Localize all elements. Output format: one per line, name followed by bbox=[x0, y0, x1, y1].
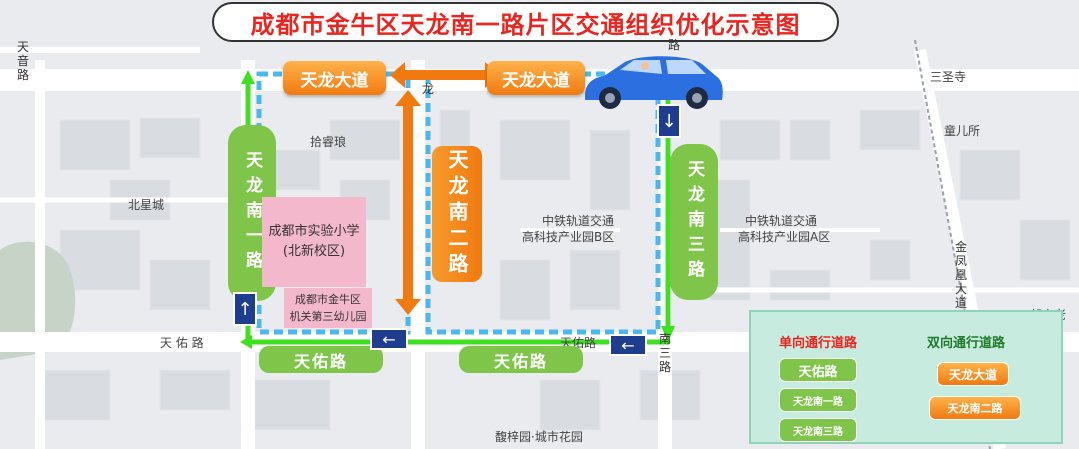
kindergarten-name-line2: 机关第三幼儿园 bbox=[289, 310, 367, 323]
school-building: 成都市实验小学 (北新校区) bbox=[262, 197, 366, 287]
legend-one-way-item-nan-san: 天龙南三路 bbox=[779, 418, 857, 442]
label-shirui: 拾睿琅 bbox=[310, 135, 347, 149]
page-title: 成都市金牛区天龙南一路片区交通组织优化示意图 bbox=[250, 10, 801, 39]
legend-two-way-item-tianlong: 天龙大道 bbox=[937, 362, 1009, 386]
road-tianyou-1: 天佑路 bbox=[259, 346, 383, 373]
label-beixingcheng: 北星城 bbox=[128, 198, 165, 212]
kindergarten-building: 成都市金牛区 机关第三幼儿园 bbox=[284, 288, 372, 328]
legend-two-way-item-nan-er: 天龙南二路 bbox=[929, 396, 1021, 420]
legend-one-way-item-nan-yi: 天龙南一路 bbox=[779, 388, 857, 412]
left-arrow-sign-1: ← bbox=[370, 328, 408, 350]
legend-two-way-title: 双向通行道路 bbox=[927, 336, 1006, 351]
road-tianyou-2: 天佑路 bbox=[459, 346, 583, 373]
road-tianlong-avenue-right: 天龙大道 bbox=[487, 61, 585, 95]
label-tianyou-left: 天 佑 路 bbox=[160, 336, 204, 350]
label-nan-san: 南三路 bbox=[658, 332, 671, 374]
road-tianlong-nan-er: 天龙南二路 bbox=[432, 146, 482, 282]
down-arrow-sign: ↓ bbox=[657, 104, 681, 138]
label-tianyin-road: 天音路 bbox=[16, 40, 29, 82]
label-tongersuo: 童儿所 bbox=[944, 124, 981, 138]
label-zhongtie-a-line1: 中铁轨道交通 bbox=[745, 214, 818, 228]
road-tianlong-avenue-left: 天龙大道 bbox=[283, 61, 386, 95]
label-jinfenghuang: 金凤凰大道 bbox=[954, 240, 967, 310]
left-arrow-sign-2: ← bbox=[609, 334, 647, 356]
label-zhongtie-b-line2: 高科技产业园B区 bbox=[522, 230, 615, 244]
label-zhongtie-b-line1: 中铁轨道交通 bbox=[542, 214, 615, 228]
label-zhongtie-a-line2: 高科技产业园A区 bbox=[738, 230, 831, 244]
legend-one-way-title: 单向通行道路 bbox=[779, 336, 858, 351]
road-tianlong-nan-san: 天龙南三路 bbox=[670, 144, 718, 300]
school-name: 成都市实验小学 bbox=[268, 224, 360, 239]
label-lu-top: 路 bbox=[667, 38, 680, 52]
label-ciyuan: 馥梓园·城市花园 bbox=[495, 430, 583, 444]
label-sanshengsi: 三圣寺 bbox=[930, 70, 967, 84]
school-campus: (北新校区) bbox=[282, 244, 346, 259]
kindergarten-name-line1: 成都市金牛区 bbox=[295, 293, 361, 306]
title-banner: 成都市金牛区天龙南一路片区交通组织优化示意图 bbox=[212, 2, 839, 42]
legend-one-way-item-tianyou: 天佑路 bbox=[779, 358, 857, 382]
label-long-top: 龙 bbox=[421, 82, 434, 96]
legend-panel: 单向通行道路 双向通行道路 天佑路 天龙南一路 天龙南三路 天龙大道 天龙南二路 bbox=[749, 310, 1063, 444]
car-icon bbox=[585, 56, 723, 109]
up-arrow-sign: ↑ bbox=[233, 292, 257, 326]
